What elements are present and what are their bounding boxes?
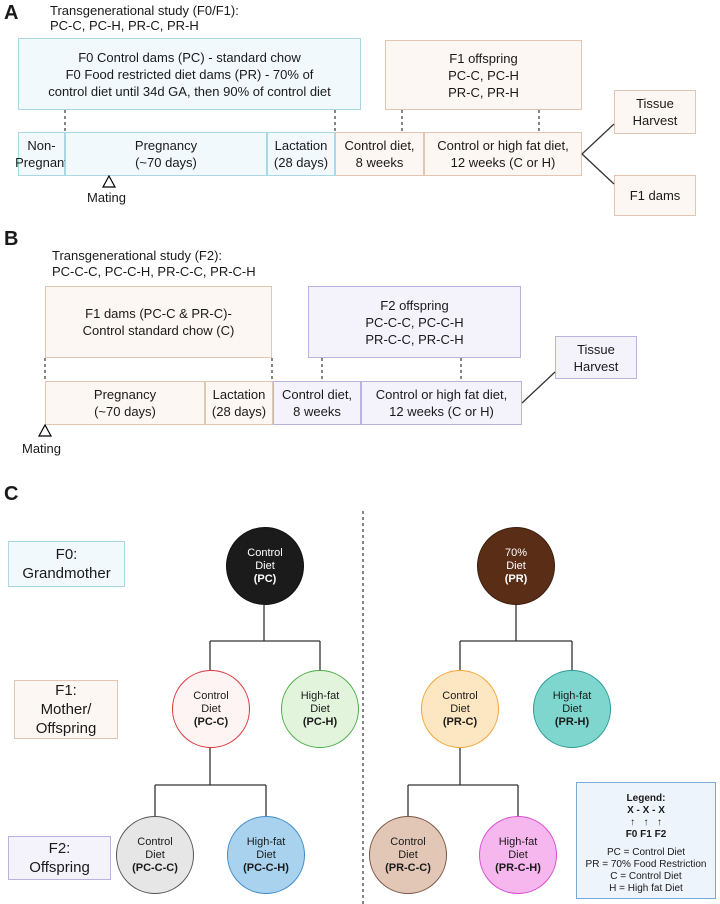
gen-f0-label: F0: Grandmother (8, 541, 125, 587)
timeline-b-lactation: Lactation (28 days) (205, 381, 273, 425)
timeline-b-pregnancy: Pregnancy (~70 days) (45, 381, 205, 425)
f1-dams-box: F1 dams (614, 175, 696, 216)
node-pc-h-text: High-fat Diet (300, 689, 340, 715)
tissue-harvest-box-a: Tissue Harvest (614, 90, 696, 134)
node-pc-c-h-text: High-fat Diet (246, 835, 286, 861)
node-pr-c-h-code: (PR-C-H) (495, 861, 541, 874)
node-pc-c-c-text: Control Diet (137, 835, 173, 861)
legend-title: Legend: (626, 793, 666, 804)
panel-b-title: Transgenerational study (F2): (52, 248, 223, 263)
timeline-control-diet: Control diet, 8 weeks (335, 132, 424, 176)
legend-line-h: H = High fat Diet (609, 883, 683, 894)
node-pc-c-h: High-fat Diet (PC-C-H) (227, 816, 305, 894)
node-pr-root-code: (PR) (504, 572, 528, 585)
node-pr-h-text: High-fat Diet (552, 689, 592, 715)
node-pr-c: Control Diet (PR-C) (421, 670, 499, 748)
mating-label-b: Mating (22, 441, 62, 456)
panel-a-groups: PC-C, PC-H, PR-C, PR-H (50, 18, 199, 33)
node-pc-h: High-fat Diet (PC-H) (281, 670, 359, 748)
node-pr-c-h-text: High-fat Diet (498, 835, 538, 861)
node-pr-h-code: (PR-H) (554, 715, 590, 728)
timeline-lactation: Lactation (28 days) (267, 132, 335, 176)
node-pc-c: Control Diet (PC-C) (172, 670, 250, 748)
node-pr-root: 70% Diet (PR) (477, 527, 555, 605)
legend-generations: F0 F1 F2 (625, 829, 667, 840)
node-pc-c-c-code: (PC-C-C) (132, 861, 178, 874)
legend-line-c: C = Control Diet (610, 871, 682, 882)
node-pr-c-c-text: Control Diet (390, 835, 426, 861)
panel-b-letter: B (4, 228, 19, 250)
node-pr-c-c-code: (PR-C-C) (385, 861, 431, 874)
node-pc-root-text: Control Diet (247, 546, 283, 572)
f1-offspring-box: F1 offspring PC-C, PC-H PR-C, PR-H (385, 40, 582, 110)
node-pc-h-code: (PC-H) (302, 715, 338, 728)
legend-arrows: ↑ ↑ ↑ (630, 817, 662, 828)
timeline-pregnancy: Pregnancy (~70 days) (65, 132, 267, 176)
f1-dams-chow-box: F1 dams (PC-C & PR-C)- Control standard … (45, 286, 272, 358)
node-pr-c-code: (PR-C) (442, 715, 478, 728)
node-pc-root-code: (PC) (253, 572, 277, 585)
node-pr-c-h: High-fat Diet (PR-C-H) (479, 816, 557, 894)
node-pr-root-text: 70% Diet (504, 546, 528, 572)
timeline-b-hfd: Control or high fat diet, 12 weeks (C or… (361, 381, 522, 425)
panel-b-groups: PC-C-C, PC-C-H, PR-C-C, PR-C-H (52, 264, 256, 279)
timeline-b-control-diet: Control diet, 8 weeks (273, 381, 361, 425)
node-pr-c-c: Control Diet (PR-C-C) (369, 816, 447, 894)
node-pc-c-text: Control Diet (193, 689, 229, 715)
node-pc-c-code: (PC-C) (193, 715, 229, 728)
f2-offspring-box: F2 offspring PC-C-C, PC-C-H PR-C-C, PR-C… (308, 286, 521, 358)
f0-dams-box: F0 Control dams (PC) - standard chow F0 … (18, 38, 361, 110)
panel-a-title: Transgenerational study (F0/F1): (50, 3, 239, 18)
legend-box: Legend: X - X - X ↑ ↑ ↑ F0 F1 F2 PC = Co… (576, 782, 716, 899)
gen-f1-label: F1: Mother/ Offspring (14, 680, 118, 739)
node-pr-c-text: Control Diet (442, 689, 478, 715)
panel-a-letter: A (4, 2, 19, 24)
legend-line-pc: PC = Control Diet (606, 847, 686, 858)
timeline-hfd: Control or high fat diet, 12 weeks (C or… (424, 132, 582, 176)
timeline-non-pregnant: Non- Pregnant (15, 132, 68, 176)
panel-c-letter: C (4, 483, 19, 505)
node-pc-root: Control Diet (PC) (226, 527, 304, 605)
tissue-harvest-box-b: Tissue Harvest (555, 336, 637, 379)
node-pc-c-c: Control Diet (PC-C-C) (116, 816, 194, 894)
gen-f2-label: F2: Offspring (8, 836, 111, 880)
node-pc-c-h-code: (PC-C-H) (243, 861, 289, 874)
legend-line-pr: PR = 70% Food Restriction (585, 859, 707, 870)
node-pr-h: High-fat Diet (PR-H) (533, 670, 611, 748)
mating-label-a: Mating (87, 190, 127, 205)
legend-pattern: X - X - X (627, 805, 665, 816)
